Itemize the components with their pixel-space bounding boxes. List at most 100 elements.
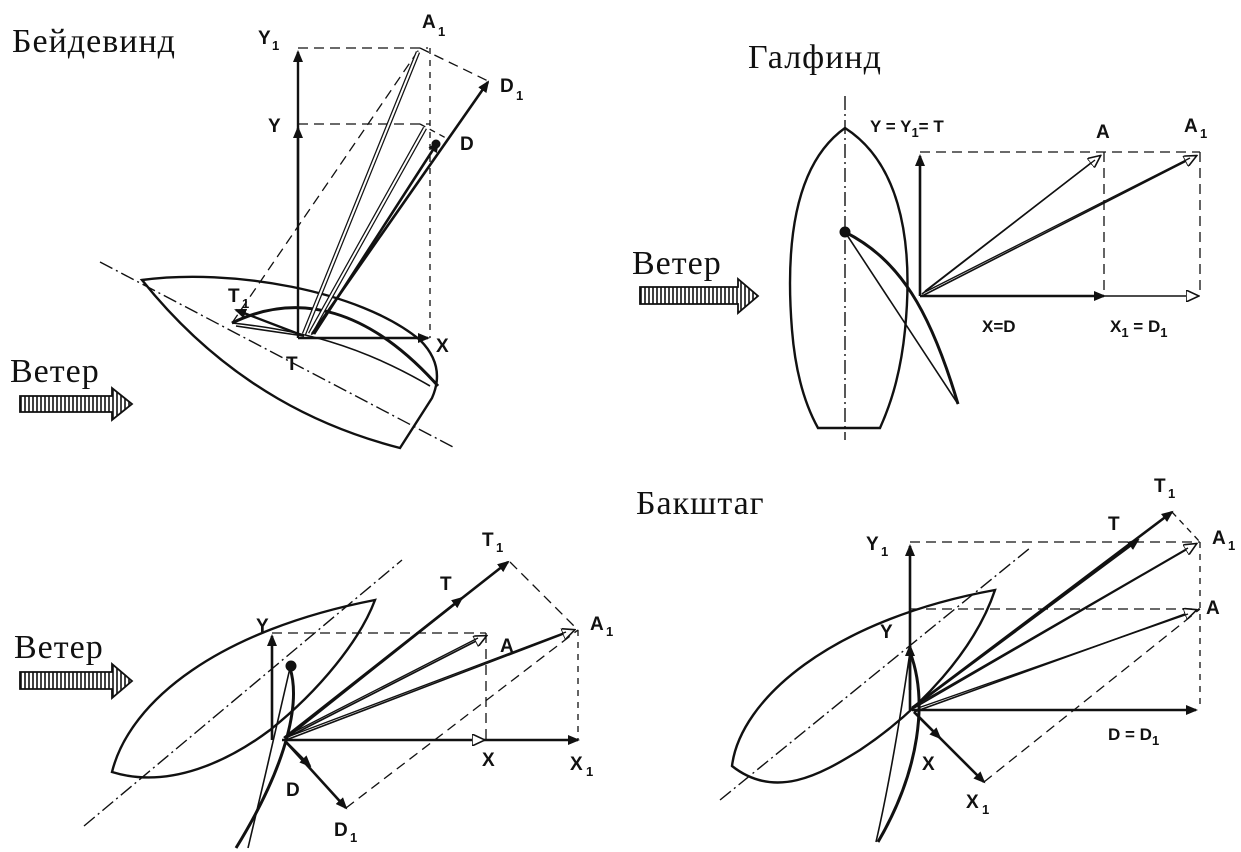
sail-lower: [875, 651, 911, 843]
label-D: D: [286, 780, 300, 801]
guide-line: [983, 608, 1201, 783]
label-x1-d1: X1 = D1: [1110, 317, 1167, 340]
label-Y: Y: [268, 116, 281, 137]
guide-line: [231, 47, 421, 324]
vector-D: [312, 140, 440, 335]
hull-centerline: [719, 547, 1031, 801]
mast-point: [285, 660, 297, 672]
wind-indicator-bakshtag: Ветер: [14, 629, 134, 700]
vector-A: [285, 636, 486, 739]
label-X1: X: [570, 754, 583, 775]
vector-X: [913, 711, 942, 740]
hull-centerline: [99, 261, 456, 449]
label-Y: Y: [880, 622, 893, 643]
vector-A1: [285, 630, 574, 741]
guide-line: [419, 123, 447, 139]
label-D1: D: [500, 76, 514, 97]
label-T1: T: [228, 286, 240, 307]
wind-arrow-icon: [19, 386, 134, 422]
label-sub: 1: [1168, 486, 1175, 501]
labels-bakshtag-right: Y 1 Y T 1 T A 1 A D = D1 X X 1: [866, 476, 1235, 817]
label-D: D: [460, 134, 474, 155]
label-X: X: [922, 754, 935, 775]
panel-bakshtag-right: [719, 510, 1201, 843]
label-sub: 1: [242, 296, 249, 311]
vector-T: [285, 596, 464, 740]
label-sub: 1: [438, 24, 445, 39]
wind-arrow-icon: [639, 277, 760, 315]
sail: [231, 306, 440, 388]
label-sub: 1: [272, 38, 279, 53]
label-A1: A: [1184, 116, 1198, 137]
label-sub: 1: [1228, 538, 1235, 553]
label-sub: 1: [496, 540, 503, 555]
label-T: T: [1108, 514, 1120, 535]
wind-label: Ветер: [10, 353, 100, 390]
hull-outline: [139, 275, 439, 450]
label-sub: 1: [606, 624, 613, 639]
vector-T1: [234, 308, 305, 338]
labels-galfind: Y = Y1= T A A 1 X=D X1 = D1: [870, 116, 1207, 340]
panel-beidewind: [99, 47, 491, 450]
label-X: X: [436, 336, 449, 357]
sail-lower: [844, 231, 959, 405]
title-beidewind: Бейдевинд: [12, 23, 176, 60]
wind-indicator-galfind: Ветер: [632, 245, 760, 315]
label-A1: A: [1212, 528, 1226, 549]
hull-outline: [788, 126, 909, 430]
hull-centerline: [83, 559, 403, 827]
label-Y1: Y: [866, 534, 879, 555]
label-T1: T: [1154, 476, 1166, 497]
label-A: A: [500, 636, 514, 657]
label-y-y1-t: Y = Y1= T: [870, 117, 944, 140]
hull-outline: [730, 588, 997, 784]
label-A1: A: [590, 614, 604, 635]
vector-T: [911, 538, 1140, 710]
label-A: A: [1206, 598, 1220, 619]
sail: [844, 230, 960, 405]
label-A1: A: [422, 12, 436, 33]
label-x-d: X=D: [982, 317, 1016, 336]
label-A: A: [1096, 122, 1110, 143]
label-sub: 1: [881, 544, 888, 559]
label-Y1: Y: [258, 28, 271, 49]
title-galfind: Галфинд: [748, 39, 882, 76]
label-X1: X: [966, 792, 979, 813]
label-sub: 1: [1200, 126, 1207, 141]
sail: [234, 667, 295, 849]
sail-lower: [231, 322, 431, 387]
label-T: T: [440, 574, 452, 595]
labels-beidewind: Y 1 Y A 1 D 1 D X T 1 T: [228, 12, 523, 375]
panel-galfind: [788, 96, 1201, 440]
sail-lower: [247, 667, 291, 849]
label-X: X: [482, 750, 495, 771]
label-Y: Y: [256, 616, 269, 637]
point-D: [431, 139, 441, 149]
label-T: T: [286, 354, 298, 375]
label-T1: T: [482, 530, 494, 551]
label-D1: D: [334, 820, 348, 841]
wind-indicator-beidewind: Ветер: [10, 353, 134, 422]
label-sub: 1: [982, 802, 989, 817]
hull-outline: [110, 598, 377, 779]
labels-bakshtag-left: Y T 1 T A A 1 X X 1 D D 1: [256, 530, 613, 845]
vector-T: [235, 325, 305, 337]
vector-A1: [921, 156, 1196, 297]
label-sub: 1: [350, 830, 357, 845]
label-sub: 1: [516, 88, 523, 103]
wind-label: Ветер: [632, 245, 722, 282]
title-bakshtag: Бакштаг: [636, 485, 765, 522]
wind-arrow-icon: [19, 662, 134, 700]
guide-line: [419, 47, 491, 83]
label-sub: 1: [586, 764, 593, 779]
label-d-d1: D = D1: [1108, 725, 1159, 748]
guide-line: [345, 629, 579, 809]
guide-line: [1171, 511, 1201, 543]
guide-line: [509, 561, 579, 631]
wind-label: Ветер: [14, 629, 104, 666]
vector-D: [285, 741, 312, 768]
mast-point: [839, 226, 851, 238]
panel-bakshtag-left: [83, 559, 580, 849]
sail: [876, 651, 921, 843]
